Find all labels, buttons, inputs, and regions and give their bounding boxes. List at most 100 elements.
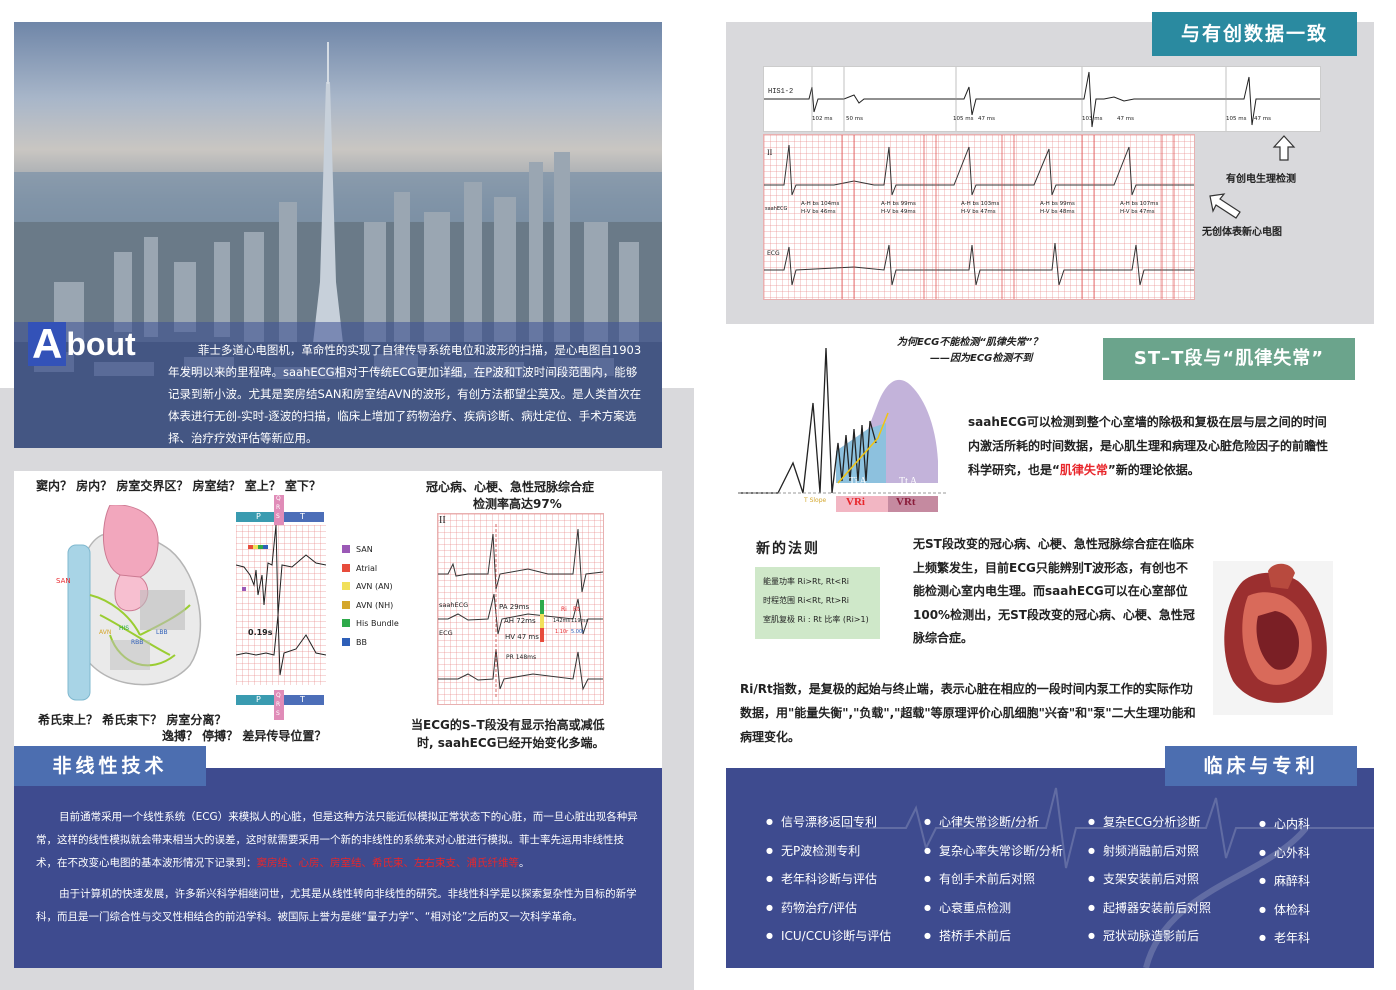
coronary-lead-saah: saahECG: [439, 601, 469, 609]
strip-letter-p-bottom: P: [256, 695, 261, 704]
legend-swatch: [342, 619, 350, 627]
ah-value-ah: A-H bs 103ms: [961, 201, 1000, 207]
conduction-question-top: 窦内？ 房内？ 房室交界区？ 房室结？ 室上？ 室下？: [36, 479, 321, 493]
label-invasive: 有创电生理检测: [1226, 174, 1296, 185]
strip-letter-r-top: R: [276, 504, 281, 511]
legend-label: AVN (NH): [356, 600, 394, 610]
coronary-caption-2: 时, saahECG已经开始变化多端。: [417, 736, 605, 750]
st-paragraph-2: 无ST段改变的冠心病、心梗、急性冠脉综合症在临床上频繁发生，目前ECG只能辨别T…: [913, 537, 1195, 646]
legend-label: His Bundle: [356, 619, 399, 628]
clinical-col-4: 心内科 心外科 麻醉科 体检科 老年科: [1259, 810, 1310, 953]
ah-value-ah: A-H bs 99ms: [881, 201, 916, 207]
legend-swatch: [342, 582, 350, 590]
strip-letter-p-top: P: [256, 512, 261, 521]
clinical-item: 有创手术前后对照: [924, 865, 1063, 894]
legend-swatch: [342, 637, 350, 646]
his-panel: [763, 66, 1321, 132]
clinical-item: 体检科: [1259, 896, 1310, 925]
conduction-strip: P T Q R S 0.19s P T Q R S: [236, 495, 328, 720]
st-para-highlight: 肌律失常: [1059, 463, 1108, 477]
consistency-banner: 与有创数据一致: [1152, 12, 1357, 56]
legend-row: AVN (AN): [342, 578, 422, 597]
coronary-ecg-grid: [437, 513, 604, 705]
nonlinear-paragraph-1: 目前通常采用一个线性系统（ECG）来模拟人的心脏，但是这种方法只能近似模拟正常状…: [36, 806, 640, 875]
st-diagram-label-ti: Ti A: [849, 476, 867, 487]
clinical-item: 冠状动脉造影前后: [1088, 922, 1211, 951]
clinical-item: 心外科: [1259, 839, 1310, 868]
legend-row: BB: [342, 634, 422, 653]
st-question-2: ——因为ECG检测不到: [930, 353, 1033, 364]
clinical-item: 心律失常诊断/分析: [924, 808, 1063, 837]
legend-row: Atrial: [342, 560, 422, 579]
legend-row: His Bundle: [342, 615, 422, 634]
legend-swatch: [342, 600, 350, 609]
legend-row: AVN (NH): [342, 597, 422, 616]
rules-box: 能量功率 Ri>Rt, Rt<Ri 时程范围 Ri<Rt, Rt>Ri 室肌复极…: [755, 567, 880, 639]
strip-letter-t-bottom: T: [300, 695, 305, 704]
heart-label-avn: AVN: [99, 629, 112, 636]
clinical-item: 无P波检测专利: [766, 837, 891, 866]
coronary-right-mark: Ri: [561, 606, 567, 613]
coronary-measure: HV 47 ms: [505, 633, 539, 641]
heart-diagram: [40, 504, 205, 705]
coronary-title-2: 检测率高达97%: [473, 497, 562, 511]
rule-item: 时程范围 Ri<Rt, Rt>Ri: [763, 596, 849, 605]
clinical-item: 搭桥手术前后: [924, 922, 1063, 951]
consistency-lead-saah: saahECG: [765, 206, 788, 212]
heart-photo: [1213, 561, 1333, 715]
strip-letter-s-top: S: [276, 513, 280, 520]
his-mark: 47 ms: [978, 116, 995, 122]
conduction-question-bottom-2: 逸搏？ 停搏？ 差异传导位置？: [162, 729, 327, 743]
coronary-measure: PR 148ms: [506, 654, 537, 661]
nonlinear-panel: [14, 768, 662, 968]
coronary-lead-ecg: ECG: [439, 629, 453, 637]
clinical-col-3: 复杂ECG分析诊断 射频消融前后对照 支架安装前后对照 起搏器安装前后对照 冠状…: [1088, 808, 1211, 951]
his-label: HIS1-2: [768, 88, 794, 96]
coronary-measure: AH 72ms: [504, 617, 536, 625]
coronary-right-mark: 119ms: [571, 618, 589, 624]
rule-item: 能量功率 Ri>Rt, Rt<Ri: [763, 577, 849, 586]
consistency-lead-ii: II: [767, 148, 773, 157]
coronary-right-mark: Rt: [573, 606, 580, 613]
ah-value-hv: H-V bs 47ms: [961, 209, 996, 215]
clinical-item: ICU/CCU诊断与评估: [766, 922, 891, 951]
st-paragraph: saahECG可以检测到整个心室墙的除极和复极在层与层之间的时间内激活所耗的时间…: [968, 410, 1338, 482]
clinical-banner: 临床与专利: [1165, 746, 1357, 786]
his-mark: 47 ms: [1254, 116, 1271, 122]
clinical-item: 心内科: [1259, 810, 1310, 839]
coronary-right-mark: 1.10r: [555, 629, 569, 635]
legend-label: BB: [356, 637, 367, 647]
arrow-up-icon: [1272, 135, 1296, 161]
legend-label: AVN (AN): [356, 582, 393, 591]
his-mark: 102 ms: [812, 116, 833, 122]
his-mark: 47 ms: [1117, 116, 1134, 122]
st-banner: ST–T段与“肌律失常”: [1103, 338, 1355, 380]
arrow-diagonal-icon: [1209, 193, 1241, 219]
rule-title: 新的法则: [756, 541, 820, 557]
nonlinear-para1-text: 目前通常采用一个线性系统（ECG）来模拟人的心脏，但是这种方法只能近似模拟正常状…: [36, 811, 638, 869]
clinical-item: 老年科诊断与评估: [766, 865, 891, 894]
strip-letter-q-bottom: Q: [276, 692, 281, 699]
nonlinear-banner: 非线性技术: [14, 746, 206, 786]
city-photo: [14, 22, 662, 448]
conduction-question-bottom-1: 希氏束上？ 希氏束下？ 房室分离？: [38, 713, 227, 727]
clinical-item: 信号漂移返回专利: [766, 808, 891, 837]
st-diagram-label-slope: T Slope: [804, 497, 827, 504]
strip-letter-r-bottom: R: [276, 701, 281, 708]
ah-value-ah: A-H bs 104ms: [801, 201, 840, 207]
legend-swatch: [342, 545, 350, 553]
clinical-item: 麻醉科: [1259, 867, 1310, 896]
coronary-right-mark: 142ms: [553, 618, 571, 624]
coronary-right-mark: 5.00r: [571, 629, 585, 635]
st-diagram: [738, 343, 948, 515]
his-mark: 103 ms: [1082, 116, 1103, 122]
ah-value-hv: H-V bs 47ms: [1120, 209, 1155, 215]
st-diagram-label-vrt: VRt: [896, 496, 916, 508]
legend-row: SAN: [342, 541, 422, 560]
coronary-lead-ii: II: [439, 515, 446, 526]
coronary-title-1: 冠心病、心梗、急性冠脉综合症: [426, 480, 595, 494]
